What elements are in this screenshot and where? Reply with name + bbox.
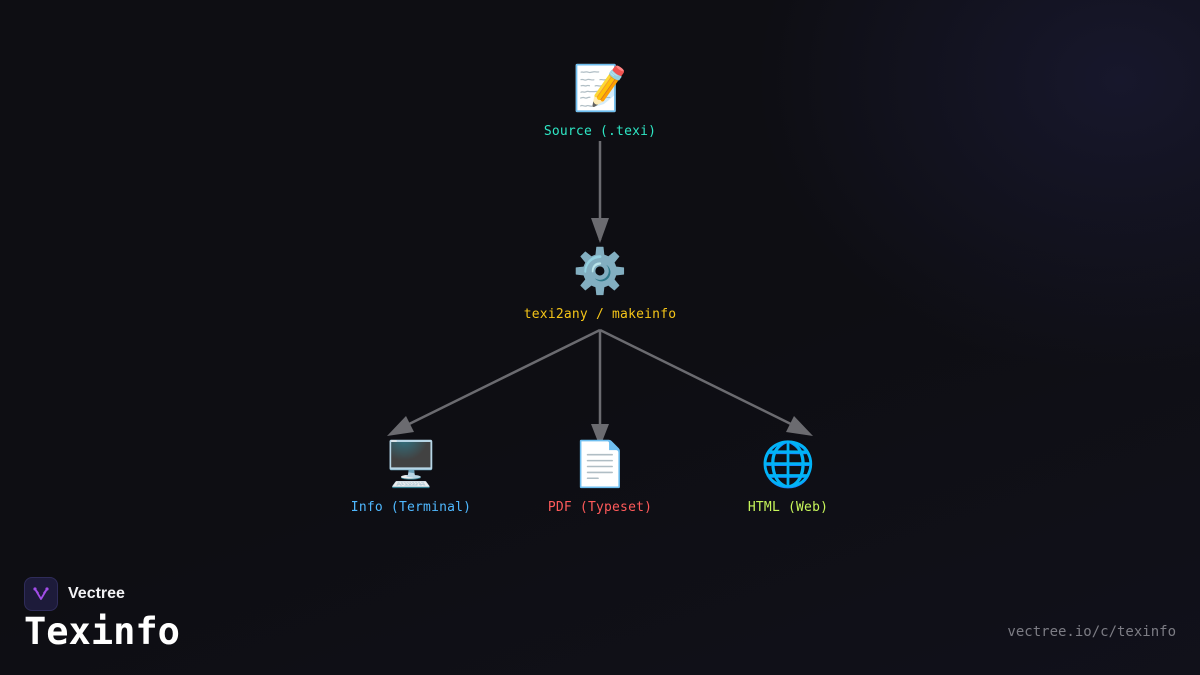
vectree-logo-icon bbox=[24, 577, 58, 611]
page-document-icon: 📄 bbox=[572, 439, 628, 490]
arrowhead-processor-to-info bbox=[387, 416, 414, 436]
footer-url[interactable]: vectree.io/c/texinfo bbox=[1007, 624, 1176, 640]
gear-icon: ⚙️ bbox=[572, 246, 628, 297]
globe-icon: 🌐 bbox=[760, 439, 816, 490]
node-source: 📝 Source (.texi) bbox=[500, 63, 700, 139]
brand: Vectree bbox=[24, 577, 125, 611]
node-label-source: Source (.texi) bbox=[543, 124, 657, 139]
arrowhead-source-to-processor bbox=[591, 218, 609, 243]
node-info: 🖥️ Info (Terminal) bbox=[311, 439, 511, 515]
node-label-html: HTML (Web) bbox=[747, 500, 829, 515]
node-label-processor: texi2any / makeinfo bbox=[523, 307, 677, 322]
node-processor: ⚙️ texi2any / makeinfo bbox=[500, 246, 700, 322]
arrowhead-processor-to-html bbox=[786, 416, 813, 436]
page-title: Texinfo bbox=[24, 610, 180, 653]
arrowhead-processor-to-pdf bbox=[591, 424, 609, 447]
brand-name: Vectree bbox=[68, 585, 125, 602]
node-label-pdf: PDF (Typeset) bbox=[547, 500, 653, 515]
edge-processor-to-html bbox=[599, 328, 802, 431]
memo-icon: 📝 bbox=[572, 63, 628, 114]
node-pdf: 📄 PDF (Typeset) bbox=[500, 439, 700, 515]
node-label-info: Info (Terminal) bbox=[350, 500, 472, 515]
edge-processor-to-info bbox=[398, 328, 601, 431]
node-html: 🌐 HTML (Web) bbox=[688, 439, 888, 515]
desktop-computer-icon: 🖥️ bbox=[383, 439, 439, 490]
